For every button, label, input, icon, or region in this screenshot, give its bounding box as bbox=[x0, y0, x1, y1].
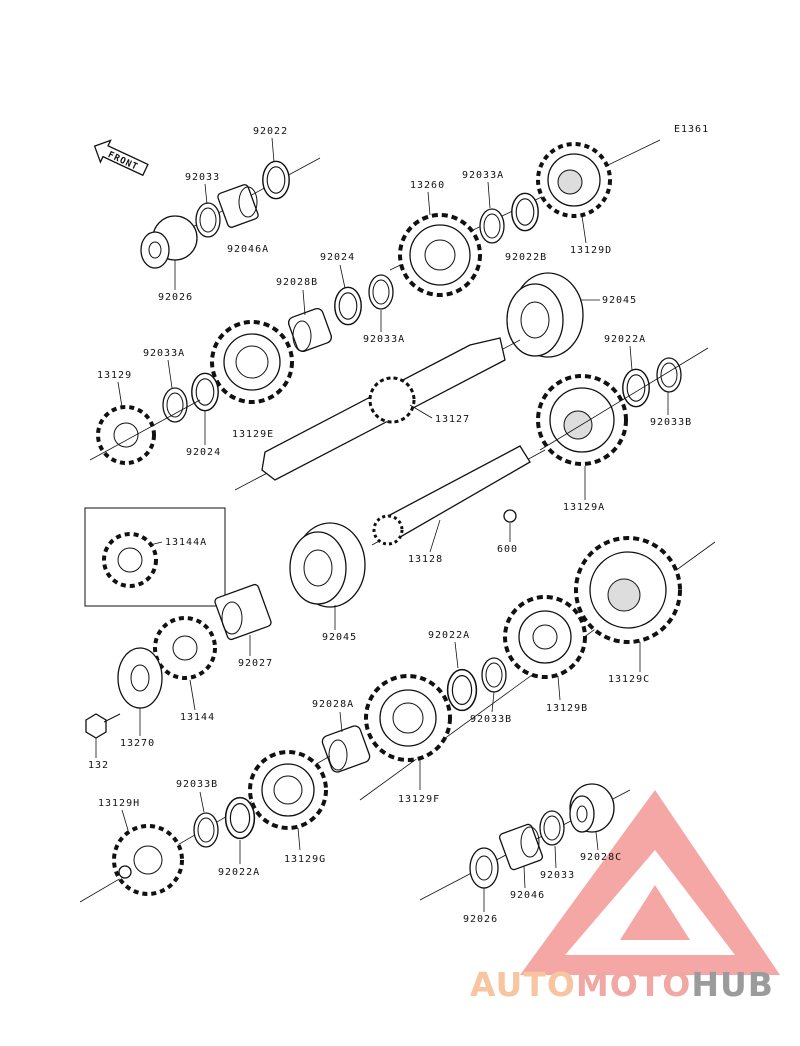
label-13144: 13144 bbox=[180, 712, 215, 723]
part-13129h-gear bbox=[112, 824, 184, 896]
part-92033b-circlip-right bbox=[656, 357, 682, 393]
label-600: 600 bbox=[497, 544, 518, 555]
label-92024-mid: 92024 bbox=[320, 252, 355, 263]
part-92033b-circlip-mid bbox=[481, 657, 507, 693]
label-92028b: 92028B bbox=[276, 277, 318, 288]
part-13129c-gear bbox=[574, 536, 682, 644]
label-13129h: 13129H bbox=[98, 798, 140, 809]
part-92028b-bushing bbox=[287, 307, 333, 353]
label-13129f: 13129F bbox=[398, 794, 440, 805]
label-13260: 13260 bbox=[410, 180, 445, 191]
label-92028a: 92028A bbox=[312, 699, 354, 710]
part-92033-circlip bbox=[195, 202, 221, 238]
label-13129a: 13129A bbox=[563, 502, 605, 513]
part-92046-needle-bearing bbox=[499, 823, 543, 871]
part-13270-plate bbox=[117, 647, 163, 709]
part-92022-washer bbox=[262, 160, 290, 200]
part-92024-washer-left bbox=[191, 372, 219, 412]
part-13129f-gear bbox=[364, 674, 452, 762]
watermark-part3: HUB bbox=[691, 965, 774, 1004]
part-132-bolt bbox=[85, 713, 121, 739]
label-13129b: 13129B bbox=[546, 703, 588, 714]
watermark-part1: AUTO bbox=[470, 965, 576, 1004]
diagram-code: E1361 bbox=[674, 124, 709, 135]
label-92033b-mid: 92033B bbox=[470, 714, 512, 725]
label-92022-top: 92022 bbox=[253, 126, 288, 137]
part-13144-sprocket bbox=[153, 616, 217, 680]
label-92026-low: 92026 bbox=[463, 914, 498, 925]
label-92033b-low: 92033B bbox=[176, 779, 218, 790]
part-13129a-gear bbox=[536, 374, 628, 466]
label-13129c: 13129C bbox=[608, 674, 650, 685]
part-13129d-gear bbox=[536, 142, 612, 218]
part-92026-collar-low bbox=[469, 847, 499, 889]
label-13129g: 13129G bbox=[284, 854, 326, 865]
part-13129-gear bbox=[96, 405, 156, 465]
part-92046a-needle-bearing bbox=[217, 184, 259, 228]
label-13127: 13127 bbox=[435, 414, 470, 425]
part-92028c-collar bbox=[569, 783, 615, 833]
part-600-ball bbox=[503, 509, 517, 523]
part-92026-collar bbox=[140, 215, 198, 269]
part-92028a-bushing bbox=[321, 725, 371, 773]
part-13129e-gear bbox=[210, 320, 294, 404]
part-92033a-circlip-left bbox=[162, 387, 188, 423]
label-92033a-mid: 92033A bbox=[363, 334, 405, 345]
label-92028c: 92028C bbox=[580, 852, 622, 863]
part-92033a-circlip-mid bbox=[368, 274, 394, 310]
part-92033-circlip-low bbox=[539, 810, 565, 846]
watermark-part2: MOTO bbox=[575, 965, 692, 1004]
part-92024-washer-mid bbox=[334, 286, 362, 326]
part-92027-sleeve bbox=[214, 583, 272, 641]
label-92046: 92046 bbox=[510, 890, 545, 901]
label-92027: 92027 bbox=[238, 658, 273, 669]
label-13129: 13129 bbox=[97, 370, 132, 381]
label-92046a: 92046A bbox=[227, 244, 269, 255]
label-13144a: 13144A bbox=[165, 537, 207, 548]
part-92022a-washer-low bbox=[224, 796, 256, 840]
part-92045-bearing-low bbox=[289, 522, 366, 608]
label-92022b: 92022B bbox=[505, 252, 547, 263]
part-92022a-washer-right bbox=[622, 368, 650, 408]
part-92033a-circlip-top bbox=[479, 208, 505, 244]
label-92022a-low: 92022A bbox=[218, 867, 260, 878]
inset-13144a-box bbox=[84, 507, 226, 607]
front-arrow-icon: FRONT bbox=[93, 139, 149, 177]
label-92045-low: 92045 bbox=[322, 632, 357, 643]
label-92033-top: 92033 bbox=[185, 172, 220, 183]
label-92033b-right: 92033B bbox=[650, 417, 692, 428]
label-13128: 13128 bbox=[408, 554, 443, 565]
label-92033a-left: 92033A bbox=[143, 348, 185, 359]
part-92033b-circlip-low bbox=[193, 812, 219, 848]
label-92022a-right: 92022A bbox=[604, 334, 646, 345]
part-92022a-washer-mid bbox=[446, 668, 478, 712]
label-13129e: 13129E bbox=[232, 429, 274, 440]
label-92033-low: 92033 bbox=[540, 870, 575, 881]
label-92022a-mid: 92022A bbox=[428, 630, 470, 641]
label-92026-top: 92026 bbox=[158, 292, 193, 303]
part-92045-bearing-top bbox=[506, 272, 584, 358]
part-13129g-gear bbox=[248, 750, 328, 830]
label-92045-top: 92045 bbox=[602, 295, 637, 306]
part-13129b-gear bbox=[503, 595, 587, 679]
watermark-wordmark: AUTOMOTOHUB bbox=[470, 965, 774, 1004]
label-13270: 13270 bbox=[120, 738, 155, 749]
part-13260-gear bbox=[398, 213, 482, 297]
label-132: 132 bbox=[88, 760, 109, 771]
part-13128-drive-shaft bbox=[371, 445, 546, 546]
label-92033a-top: 92033A bbox=[462, 170, 504, 181]
part-92022b-washer bbox=[511, 192, 539, 232]
label-13129d: 13129D bbox=[570, 245, 612, 256]
part-13127-main-shaft bbox=[234, 337, 521, 491]
watermark-logo-triangle bbox=[520, 790, 780, 975]
label-92024-left: 92024 bbox=[186, 447, 221, 458]
